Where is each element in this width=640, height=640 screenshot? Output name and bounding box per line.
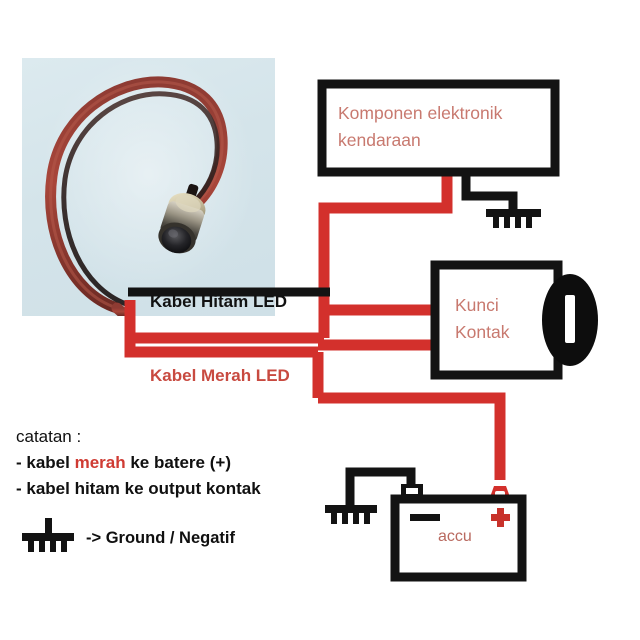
ground-symbol-legend (22, 518, 74, 552)
wire-label-kabel-hitam: Kabel Hitam LED (150, 292, 287, 311)
black-wire-komponen-ground (461, 172, 518, 212)
notes-item-0-highlight: merah (74, 452, 126, 472)
legend-row: -> Ground / Negatif (86, 529, 235, 548)
kunci-label-line2: Kontak (455, 322, 510, 342)
accu-plus-sign (491, 508, 510, 527)
accu-label: accu (438, 528, 472, 545)
accu-minus-sign (410, 514, 440, 521)
notes-heading: catatan : (16, 427, 82, 446)
kunci-label-line1: Kunci (455, 295, 499, 315)
wire-label-kabel-merah: Kabel Merah LED (150, 366, 290, 385)
notes-item-0-suffix: ke batere (+) (125, 452, 231, 472)
led-product-photo (22, 58, 275, 316)
box-komponen-elektronik (317, 79, 560, 177)
legend-text: -> Ground / Negatif (86, 529, 235, 547)
notes-item-1-prefix: - kabel hitam ke output kontak (16, 478, 261, 498)
komponen-label-line1: Komponen elektronik (338, 103, 503, 123)
ground-symbol-komponen (486, 209, 541, 228)
ground-symbol-accu (325, 505, 377, 524)
notes-item-0: - kabel merah ke batere (+) (16, 450, 261, 476)
notes-block: catatan : - kabel merah ke batere (+) - … (16, 424, 261, 501)
photo-artwork (45, 76, 228, 316)
notes-item-0-prefix: - kabel (16, 452, 75, 472)
notes-item-1: - kabel hitam ke output kontak (16, 476, 261, 502)
box-kunci-kontak (430, 260, 563, 380)
keyhole-slot (565, 295, 575, 343)
black-wire-accu-ground (345, 467, 416, 508)
red-wire-network (124, 172, 506, 480)
komponen-label-line2: kendaraan (338, 130, 421, 150)
